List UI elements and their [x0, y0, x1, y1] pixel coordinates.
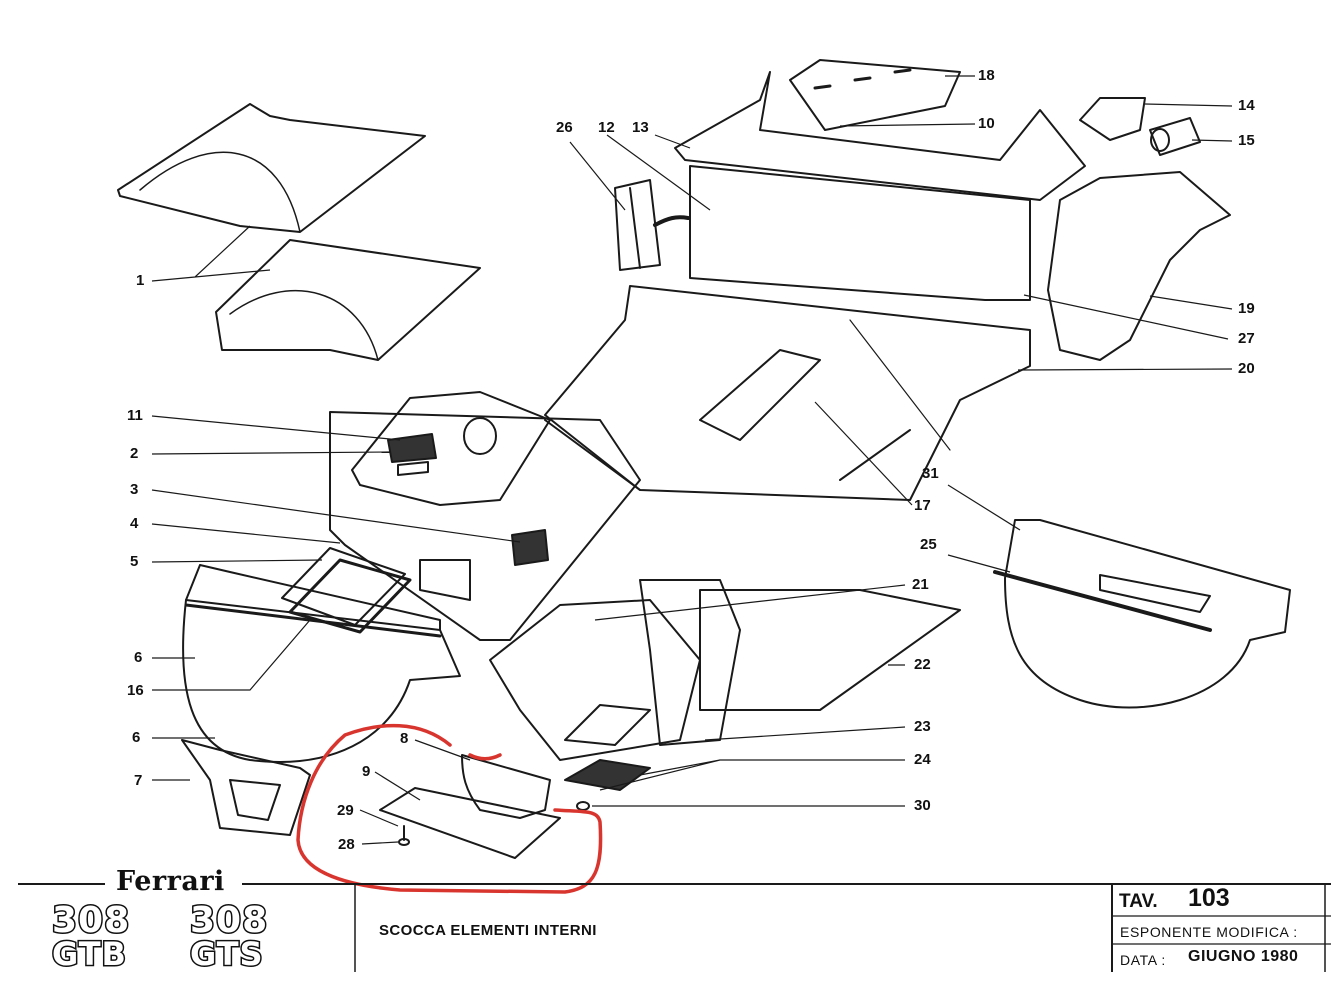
callout-8: 8 — [400, 730, 409, 747]
part-19-rear-wheelhouse — [1047, 171, 1231, 361]
leader-5 — [151, 559, 323, 563]
callout-11: 11 — [127, 407, 143, 424]
callout-20: 20 — [1238, 360, 1255, 377]
part-8-arch-panel — [461, 754, 551, 819]
sheet-title: SCOCCA ELEMENTI INTERNI — [379, 922, 597, 939]
leader-26 — [569, 141, 626, 211]
leader-3 — [151, 489, 521, 543]
leader-16 — [152, 619, 311, 691]
leader-24 — [599, 759, 905, 791]
leader-25 — [947, 554, 1011, 573]
leader-31 — [947, 484, 1021, 531]
leader-19 — [1149, 295, 1233, 310]
callout-6a: 6 — [134, 649, 143, 666]
arrow-icon — [653, 215, 690, 227]
callout-4: 4 — [130, 515, 139, 532]
callout-22: 22 — [914, 656, 931, 673]
table-number: 103 — [1188, 884, 1230, 912]
table-label: TAV. — [1119, 891, 1158, 912]
callout-3: 3 — [130, 481, 139, 498]
revision-label: ESPONENTE MODIFICA : — [1120, 924, 1298, 940]
leader-12 — [606, 134, 711, 211]
callout-14: 14 — [1238, 97, 1255, 114]
callout-6b: 6 — [132, 729, 141, 746]
leader-1 — [151, 225, 271, 282]
callout-9: 9 — [362, 763, 371, 780]
date-label: DATA : — [1120, 952, 1166, 968]
part-12-rear-bulkhead — [689, 165, 1031, 301]
callout-27: 27 — [1238, 330, 1255, 347]
leader-29 — [359, 809, 399, 827]
leader-9 — [374, 771, 421, 801]
callout-28: 28 — [338, 836, 355, 853]
callout-30: 30 — [914, 797, 931, 814]
highlight-outline — [296, 723, 603, 894]
callout-25: 25 — [920, 536, 937, 553]
leader-15 — [1191, 139, 1233, 142]
callout-1: 1 — [136, 272, 145, 289]
date-value: GIUGNO 1980 — [1188, 948, 1299, 965]
brand-logo: Ferrari — [116, 866, 225, 897]
part-28-screw — [398, 825, 410, 846]
callout-17: 17 — [914, 497, 931, 514]
callout-13: 13 — [632, 119, 649, 136]
callout-23: 23 — [914, 718, 931, 735]
leader-11 — [151, 415, 401, 441]
callout-12: 12 — [598, 119, 615, 136]
part-14-duct — [1079, 97, 1146, 141]
leader-27 — [1023, 294, 1229, 340]
model-308-gtb-number: 308 — [50, 899, 131, 943]
callout-2: 2 — [130, 445, 139, 462]
leader-4 — [151, 523, 341, 544]
leader-2 — [151, 451, 391, 455]
callout-5: 5 — [130, 553, 139, 570]
part-21-side-panel — [489, 599, 701, 761]
part-9-plate — [379, 787, 561, 859]
part-1-front-liner — [117, 103, 481, 361]
leader-20 — [1017, 368, 1233, 371]
callout-24: 24 — [914, 751, 931, 768]
part-15-duct — [1149, 117, 1201, 156]
callout-18: 18 — [978, 67, 995, 84]
leader-14 — [1144, 103, 1233, 107]
part-20-floor — [544, 285, 1031, 501]
leader-21 — [594, 584, 906, 621]
callout-10: 10 — [978, 115, 995, 132]
callout-7: 7 — [134, 772, 143, 789]
part-22-floor-panel — [699, 589, 961, 711]
part-30-grommet — [576, 801, 590, 811]
leader-17 — [814, 401, 913, 506]
callout-15: 15 — [1238, 132, 1255, 149]
callout-19: 19 — [1238, 300, 1255, 317]
callout-31: 31 — [922, 465, 939, 482]
part-18-vent-panel — [789, 59, 961, 131]
callout-21: 21 — [912, 576, 929, 593]
part-5-cover-plate — [281, 547, 412, 634]
part-23-inner-panel — [639, 579, 741, 746]
part-26-strip — [614, 179, 661, 271]
leader-10 — [839, 123, 976, 127]
leader-13 — [654, 134, 691, 149]
part-4-front-bulkhead — [329, 411, 641, 641]
part-7-lower-panel — [181, 739, 311, 836]
leader-28 — [361, 841, 399, 845]
callout-29: 29 — [337, 802, 354, 819]
leader-23 — [704, 726, 906, 741]
callout-16: 16 — [127, 682, 144, 699]
leader-8 — [414, 739, 471, 761]
callout-26: 26 — [556, 119, 573, 136]
model-gts-label: GTS — [189, 934, 265, 975]
model-gtb-label: GTB — [51, 934, 128, 975]
part-25-rear-wheelhouse — [993, 519, 1291, 709]
model-308-gts-number: 308 — [188, 899, 269, 943]
part-2-console — [351, 391, 551, 506]
title-block-frame — [18, 883, 1331, 972]
part-13-rear-shelf — [674, 71, 1086, 201]
part-6-front-wheelhouse — [182, 564, 461, 763]
